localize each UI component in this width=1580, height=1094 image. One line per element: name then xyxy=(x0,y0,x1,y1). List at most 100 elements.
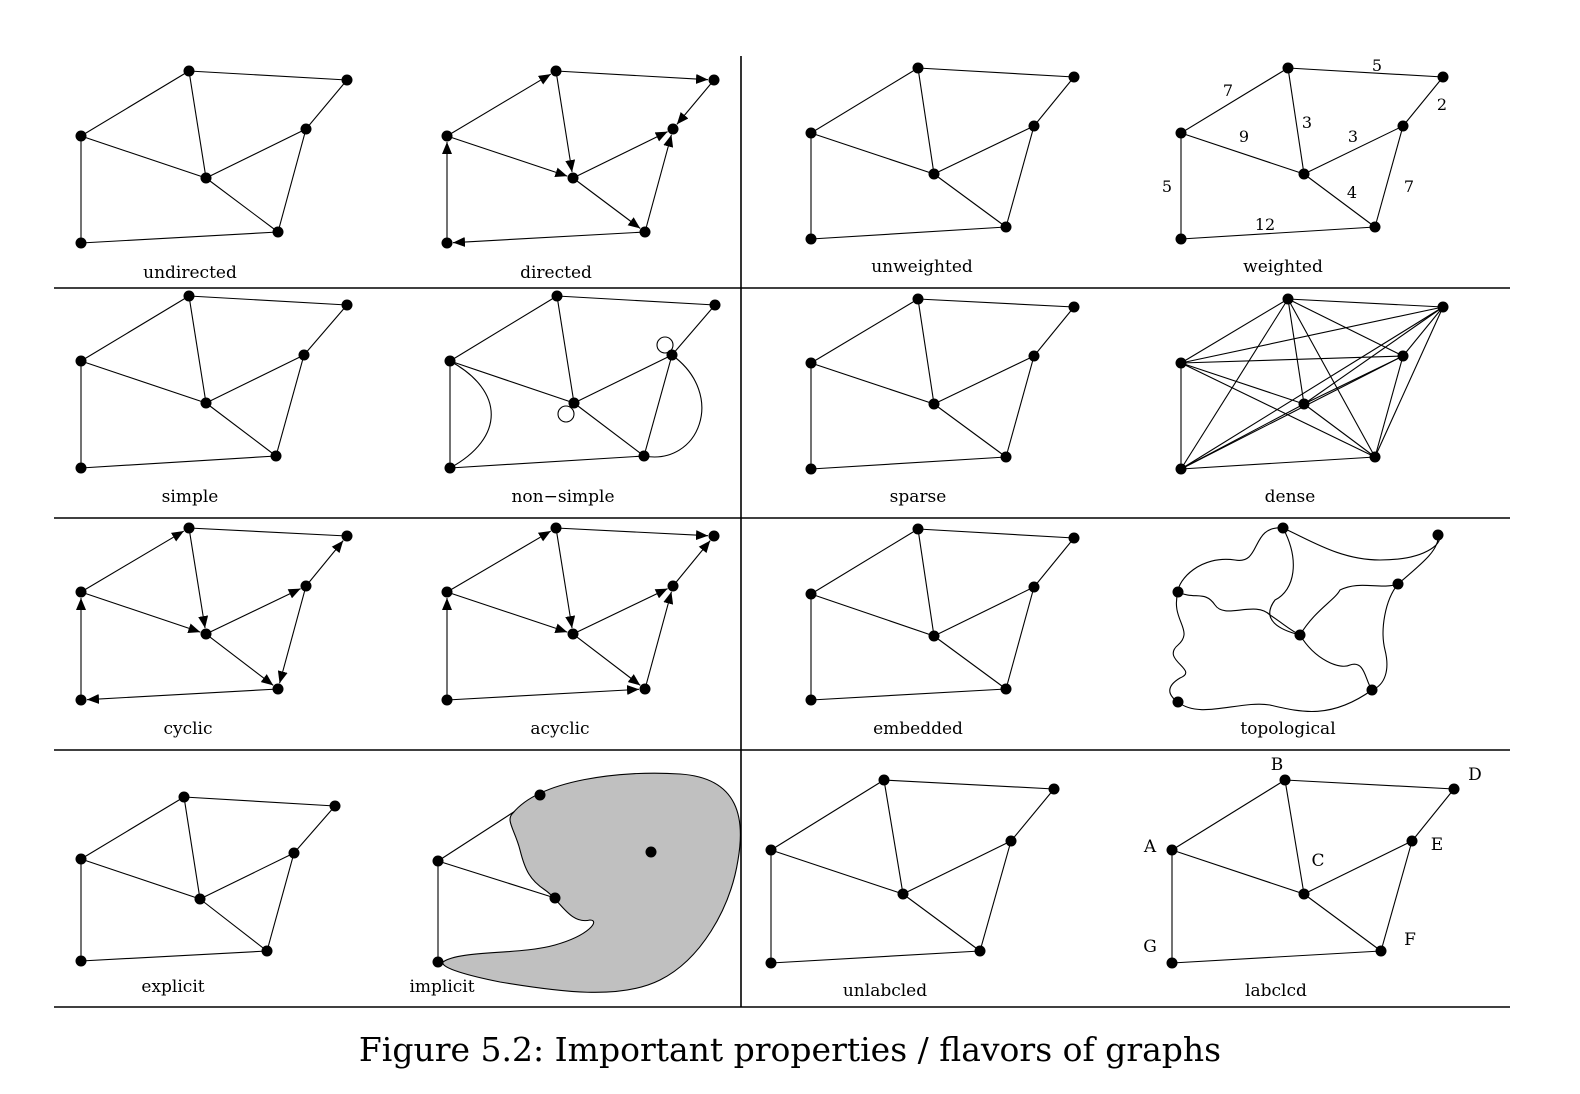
embedded-edge-ce xyxy=(933,586,1035,637)
embedded-edge-ef xyxy=(1005,586,1035,690)
embedded-edge-ab xyxy=(810,528,919,595)
directed-node-f xyxy=(639,226,651,238)
implicit-node-g xyxy=(432,956,444,968)
acyclic-node-e xyxy=(667,580,679,592)
directed-node-d xyxy=(708,74,720,86)
unlabeled-edge-bd xyxy=(883,779,1055,790)
undirected-node-d xyxy=(341,74,353,86)
dense-edge-df xyxy=(1374,306,1444,458)
embedded-node-b xyxy=(912,523,924,535)
weight-ag: 5 xyxy=(1162,177,1172,196)
acyclic-edge-ef xyxy=(644,591,674,690)
weight-cf: 4 xyxy=(1347,183,1357,202)
embedded-node-f xyxy=(1000,683,1012,695)
undirected-edge-de xyxy=(305,79,348,130)
weighted-edge-gf xyxy=(1180,226,1376,240)
label-simple: simple xyxy=(162,487,219,507)
dense-edge-ab xyxy=(1180,298,1289,364)
undirected-edge-ac xyxy=(80,135,207,179)
label-labeled: labclcd xyxy=(1245,981,1307,1001)
weighted-edge-bd xyxy=(1287,67,1444,78)
embedded-node-e xyxy=(1028,581,1040,593)
sparse-edge-ac xyxy=(810,362,935,405)
unlabeled-edge-ab xyxy=(770,779,885,851)
unweighted-edge-bc xyxy=(917,67,935,175)
undirected-edge-bd xyxy=(188,70,348,81)
undirected-node-e xyxy=(300,123,312,135)
simple-node-d xyxy=(341,299,353,311)
undirected-node-g xyxy=(75,237,87,249)
simple-node-f xyxy=(270,450,282,462)
label-explicit: explicit xyxy=(141,977,204,997)
weighted-edge-cf xyxy=(1303,173,1376,228)
directed-edge-bc xyxy=(555,70,576,173)
explicit-node-b xyxy=(178,791,190,803)
undirected-edge-gf xyxy=(80,231,279,244)
sparse-node-f xyxy=(1000,451,1012,463)
labeled-edge-bd xyxy=(1284,779,1455,790)
labeled-edge-bc xyxy=(1284,779,1305,895)
label-unlabeled: unlabcled xyxy=(843,981,927,1001)
weighted-edge-ef xyxy=(1374,125,1404,228)
label-cyclic: cyclic xyxy=(163,719,212,739)
acyclic-edge-bc xyxy=(555,527,576,629)
explicit-edge-bc xyxy=(183,796,201,900)
graphs-layer xyxy=(75,62,1460,969)
weight-bd: 5 xyxy=(1372,56,1382,75)
dense-edge-bd xyxy=(1287,298,1444,308)
labeled-edge-cf xyxy=(1303,893,1382,952)
dense-edge-ac xyxy=(1180,362,1305,405)
label-directed: directed xyxy=(520,263,592,283)
cyclic-edge-de xyxy=(305,540,344,587)
simple-node-a xyxy=(75,355,87,367)
label-unweighted: unweighted xyxy=(871,257,973,277)
implicit-edge-ac xyxy=(437,860,556,899)
dense-node-a xyxy=(1175,357,1187,369)
simple-edge-bc xyxy=(188,295,207,404)
panel-grid xyxy=(54,56,1510,1008)
directed-edge-ac xyxy=(446,135,568,178)
node-labels: A B C D E F G xyxy=(1143,755,1482,957)
labeled-node-a xyxy=(1166,844,1178,856)
non-simple-edge-bd xyxy=(556,295,716,306)
sparse-node-d xyxy=(1068,301,1080,313)
unweighted-edge-ac xyxy=(810,132,935,175)
non-simple-edge-ef xyxy=(643,354,673,457)
explicit-edge-ef xyxy=(266,852,295,952)
dense-edge-ae xyxy=(1180,355,1404,364)
weighted-edge-ab xyxy=(1180,67,1289,134)
undirected-edge-ab xyxy=(80,70,190,137)
weighted-edge-ac xyxy=(1180,132,1305,175)
dense-edge-bc xyxy=(1287,298,1305,405)
directed-edge-de xyxy=(676,79,715,125)
dense-edge-eg xyxy=(1180,355,1404,470)
acyclic-node-f xyxy=(639,683,651,695)
cyclic-edge-bd xyxy=(188,527,348,537)
unlabeled-node-g xyxy=(765,957,777,969)
unweighted-edge-cf xyxy=(933,173,1007,228)
non-simple-edge-ac xyxy=(449,360,575,404)
explicit-edge-ce xyxy=(199,852,295,900)
embedded-node-c xyxy=(928,630,940,642)
label-topological: topological xyxy=(1240,719,1335,739)
unlabeled-edge-ce xyxy=(902,840,1012,895)
cyclic-edge-ce xyxy=(205,588,301,635)
undirected-node-b xyxy=(183,65,195,77)
non-simple-self-loop-c xyxy=(557,405,575,423)
simple-edge-ac xyxy=(80,360,207,404)
non-simple-node-e xyxy=(666,349,678,361)
cyclic-edge-cf xyxy=(205,633,274,686)
explicit-edge-cf xyxy=(199,898,268,952)
unweighted-edge-bd xyxy=(917,67,1075,78)
sparse-edge-bc xyxy=(917,298,935,405)
topological-graph xyxy=(1169,527,1441,713)
simple-node-e xyxy=(298,349,310,361)
embedded-edge-gf xyxy=(810,688,1007,701)
implicit-region xyxy=(442,772,741,993)
label-undirected: undirected xyxy=(143,263,237,283)
node-label-d: D xyxy=(1468,765,1482,785)
dense-edge-ad xyxy=(1180,306,1444,364)
dense-node-c xyxy=(1298,398,1310,410)
sparse-edge-ce xyxy=(933,355,1035,405)
weighted-node-g xyxy=(1175,233,1187,245)
